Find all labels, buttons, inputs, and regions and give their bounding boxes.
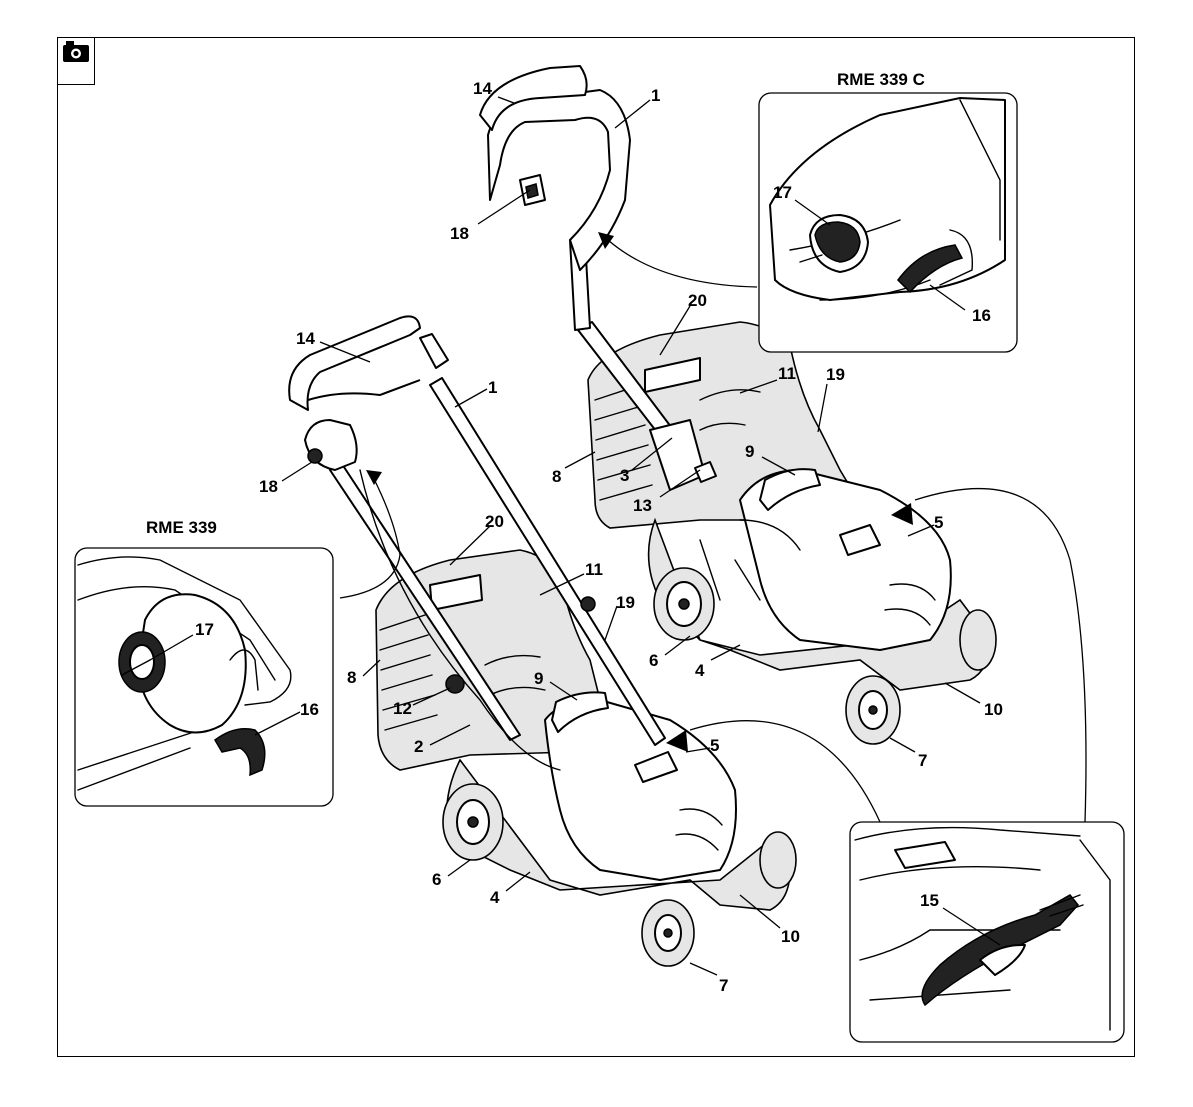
callout-lower-6: 6 bbox=[432, 870, 441, 889]
callout-inset-c-16: 16 bbox=[972, 306, 991, 325]
callout-lower-8: 8 bbox=[347, 668, 356, 687]
callout-upper-4: 4 bbox=[695, 661, 705, 680]
callout-upper-20: 20 bbox=[688, 291, 707, 310]
callout-upper-5: 5 bbox=[934, 513, 943, 532]
callout-lower-20: 20 bbox=[485, 512, 504, 531]
callout-lower-12: 12 bbox=[393, 699, 412, 718]
callout-lower-11: 11 bbox=[585, 560, 603, 579]
camera-icon bbox=[63, 41, 89, 62]
callout-lower-5: 5 bbox=[710, 736, 719, 755]
callout-upper-14: 14 bbox=[473, 79, 492, 98]
callout-upper-13: 13 bbox=[633, 496, 652, 515]
callout-upper-3: 3 bbox=[620, 466, 629, 485]
callout-upper-1: 1 bbox=[651, 86, 660, 105]
lower-arrow-head bbox=[366, 470, 382, 485]
inset-title-rme339: RME 339 bbox=[146, 518, 217, 537]
callout-lower-7: 7 bbox=[719, 976, 728, 995]
inset-title-rme339c: RME 339 C bbox=[837, 70, 925, 89]
callout-upper-9: 9 bbox=[745, 442, 754, 461]
callout-upper-6: 6 bbox=[649, 651, 658, 670]
callout-upper-11: 11 bbox=[778, 364, 796, 383]
lower-rear-wheel bbox=[443, 784, 503, 860]
callout-inset-15: 15 bbox=[920, 891, 939, 910]
callout-lower-14: 14 bbox=[296, 329, 315, 348]
inset-height-adjuster bbox=[850, 822, 1124, 1042]
callout-upper-19: 19 bbox=[826, 365, 845, 384]
callout-lower-1: 1 bbox=[488, 378, 497, 397]
callout-lower-18: 18 bbox=[259, 477, 278, 496]
callout-upper-7: 7 bbox=[918, 751, 927, 770]
callout-upper-18: 18 bbox=[450, 224, 469, 243]
upper-front-wheel bbox=[846, 676, 900, 744]
callout-inset-339-16: 16 bbox=[300, 700, 319, 719]
callout-upper-8: 8 bbox=[552, 467, 561, 486]
callout-lower-10: 10 bbox=[781, 927, 800, 946]
callout-upper-10: 10 bbox=[984, 700, 1003, 719]
callout-lower-2: 2 bbox=[414, 737, 423, 756]
callout-lower-19: 19 bbox=[616, 593, 635, 612]
callout-inset-c-17: 17 bbox=[773, 183, 792, 202]
upper-rear-wheel bbox=[654, 568, 714, 640]
callout-lower-9: 9 bbox=[534, 669, 543, 688]
inset-rme339 bbox=[75, 548, 333, 806]
inset-c-pointer-line bbox=[608, 240, 757, 287]
callout-lower-4: 4 bbox=[490, 888, 500, 907]
callout-inset-339-17: 17 bbox=[195, 620, 214, 639]
lower-front-wheel bbox=[642, 900, 694, 966]
